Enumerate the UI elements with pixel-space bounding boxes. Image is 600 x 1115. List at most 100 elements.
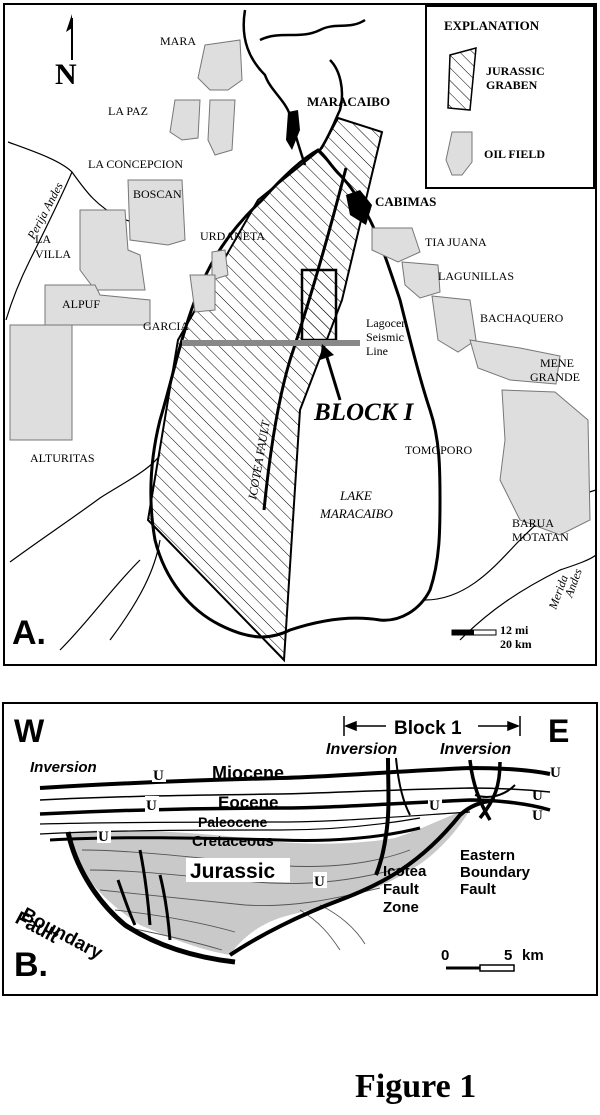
panel-a-map: EXPLANATION JURASSIC GRABEN OIL FIELD N … — [3, 3, 597, 666]
label-mene: MENE — [540, 356, 574, 370]
panel-b-letter: B. — [14, 946, 48, 984]
oil-field-garcia — [189, 274, 216, 313]
label-mara: MARA — [160, 34, 196, 48]
eastern-fault — [468, 759, 502, 821]
scale-mi: 12 mi — [500, 623, 529, 637]
oil-fields — [9, 39, 591, 536]
block-arrow-shaft — [324, 353, 342, 401]
label-inversion-center: Inversion — [326, 741, 397, 758]
scale-bar-a: 12 mi 20 km — [451, 623, 532, 651]
label-block-1: Block 1 — [394, 718, 462, 739]
u-marker: U — [532, 788, 543, 804]
u-marker: U — [153, 768, 164, 784]
oil-field-tia-juana — [371, 227, 421, 263]
unconformity-markers: U U U U U U U U — [97, 765, 561, 890]
label-icotea-1: Icotea — [383, 863, 427, 880]
label-garcia: GARCIA — [143, 319, 189, 333]
oil-field-la-paz-2 — [207, 99, 236, 156]
legend-graben-label-1: JURASSIC — [486, 64, 545, 78]
label-lake: LAKE — [339, 488, 372, 503]
u-marker: U — [532, 808, 543, 824]
legend-graben-swatch — [447, 46, 477, 111]
oil-field-barua-motatan — [499, 389, 591, 536]
north-label: N — [55, 58, 77, 91]
label-eastern-2: Boundary — [460, 864, 531, 881]
west-boundary-fault — [65, 831, 236, 965]
explanation-title: EXPLANATION — [444, 18, 540, 33]
label-alpuf: ALPUF — [62, 297, 100, 311]
label-jurassic: Jurassic — [190, 860, 276, 883]
label-eastern-3: Fault — [460, 881, 496, 898]
scale-b-0: 0 — [441, 947, 449, 964]
legend-oilfield-swatch — [445, 131, 473, 176]
scale-b-unit: km — [522, 947, 544, 964]
u-marker: U — [314, 874, 325, 890]
oil-field-la-villa — [79, 209, 146, 291]
label-maracaibo-lake: MARACAIBO — [319, 506, 394, 521]
label-boscan: BOSCAN — [133, 187, 182, 201]
label-seismic-3: Line — [366, 344, 388, 358]
base-unconformity — [228, 798, 496, 957]
label-grande: GRANDE — [530, 370, 580, 384]
label-w: W — [14, 713, 45, 749]
scale-km: 20 km — [500, 637, 532, 651]
label-inversion-east: Inversion — [440, 741, 511, 758]
label-cretaceous: Cretaceous — [192, 833, 274, 850]
label-icotea-3: Zone — [383, 899, 419, 916]
label-urdaneta: URDANETA — [200, 229, 265, 243]
oil-field-mara — [197, 39, 243, 91]
block1-bracket — [343, 716, 521, 736]
label-alturitas: ALTURITAS — [30, 451, 95, 465]
label-la-concepcion: LA CONCEPCION — [88, 157, 183, 171]
explanation-box: EXPLANATION JURASSIC GRABEN OIL FIELD — [425, 5, 595, 189]
figure-label: Figure 1 — [355, 1068, 477, 1105]
label-maracaibo: MARACAIBO — [307, 94, 390, 109]
panel-a-letter: A. — [12, 614, 46, 652]
field-labels: MARA LA PAZ LA CONCEPCION BOSCAN LA VILL… — [30, 34, 580, 544]
oil-field-la-paz — [169, 99, 201, 141]
jurassic-label-bg — [186, 858, 290, 882]
eastern-fault-2 — [474, 784, 516, 798]
legend-oilfield-label: OIL FIELD — [484, 147, 545, 161]
label-motatan: MOTATAN — [512, 530, 569, 544]
scale-b-5: 5 — [504, 947, 512, 964]
label-paleocene: Paleocene — [198, 814, 267, 830]
label-la: LA — [35, 232, 51, 246]
u-marker: U — [550, 765, 561, 781]
label-eocene: Eocene — [218, 793, 278, 812]
scale-bar-b: 0 5 km — [441, 947, 544, 972]
u-marker: U — [146, 798, 157, 814]
label-tomoporo: TOMOPORO — [405, 443, 472, 457]
oil-field-boscan — [127, 179, 186, 246]
panel-b-cross-section: W E Block 1 Inversion Inversion Inversio… — [2, 702, 598, 996]
icotea-fault-zone — [374, 757, 391, 876]
label-la-paz: LA PAZ — [108, 104, 148, 118]
oil-field-bachaquero — [431, 295, 477, 353]
block-i-outline — [300, 268, 338, 342]
internal-faults — [116, 849, 172, 941]
label-tia-juana: TIA JUANA — [425, 235, 487, 249]
u-marker: U — [429, 798, 440, 814]
u-marker: U — [98, 829, 109, 845]
label-villa: VILLA — [35, 247, 71, 261]
label-seismic-1: Lagocen — [366, 316, 407, 330]
label-eastern-1: Eastern — [460, 847, 515, 864]
oil-field-lagunillas — [401, 261, 441, 299]
label-e: E — [548, 713, 569, 749]
label-inversion-west: Inversion — [30, 759, 97, 776]
oil-field-urdaneta — [211, 249, 229, 281]
label-bachaquero: BACHAQUERO — [480, 311, 564, 325]
label-lagunillas: LAGUNILLAS — [438, 269, 514, 283]
legend-graben-label-2: GRABEN — [486, 78, 538, 92]
icotea-fault-line — [262, 167, 348, 511]
oil-field-alturitas — [9, 324, 73, 441]
label-block-i: BLOCK I — [313, 399, 415, 426]
north-arrow-icon: N — [55, 14, 77, 91]
icotea-fault-zone-2 — [395, 757, 411, 816]
label-barua: BARUA — [512, 516, 554, 530]
oil-field-mene-grande — [469, 339, 561, 385]
label-cabimas: CABIMAS — [375, 194, 436, 209]
block-arrow-head — [320, 344, 334, 360]
maracaibo-marker — [286, 110, 300, 150]
label-miocene: Miocene — [212, 763, 284, 783]
